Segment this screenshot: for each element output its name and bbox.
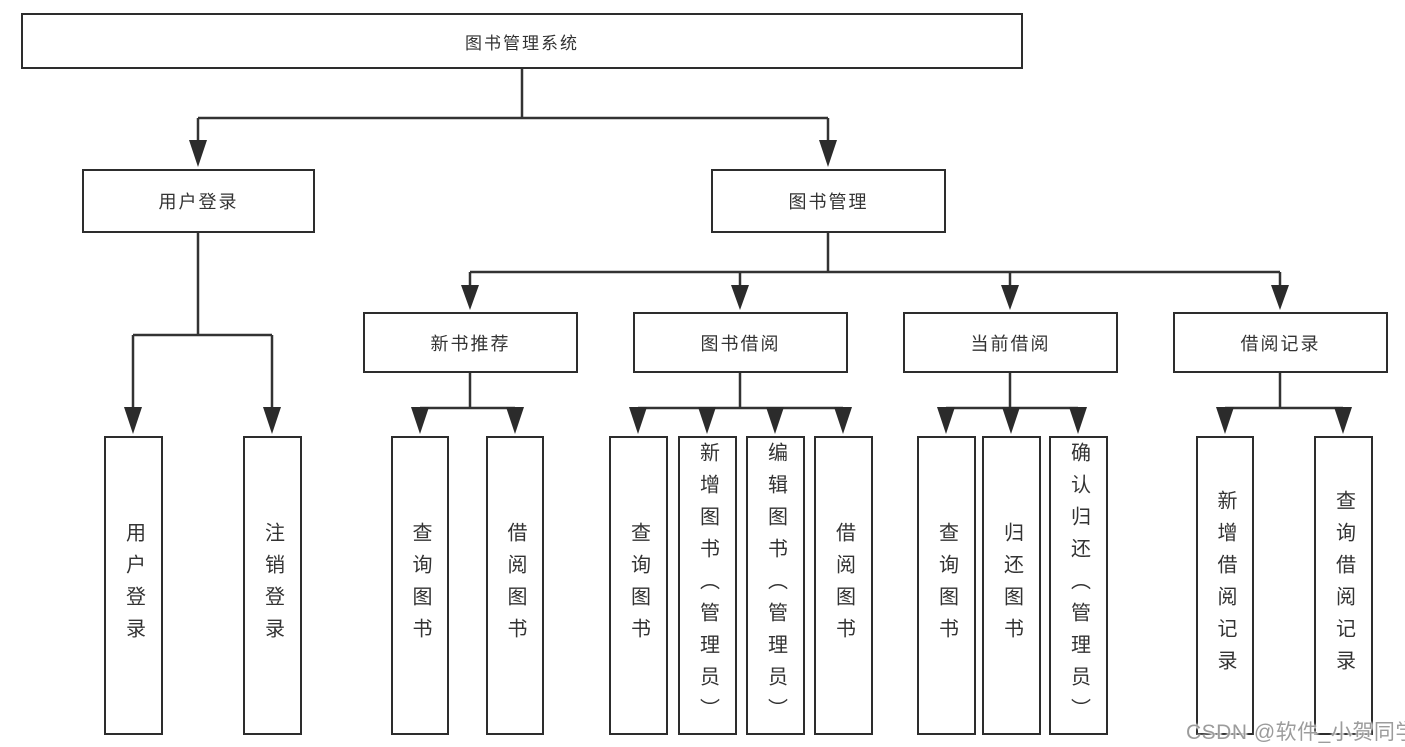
node-label: 确认归还（管理员） (1067, 441, 1090, 730)
node-label: 图书管理 (788, 192, 869, 212)
arrowhead-icon (819, 140, 837, 167)
csdn-watermark: CSDN @软件_小贺同学 (1186, 721, 1405, 744)
arrowhead-icon (937, 407, 955, 434)
node-leaf-query-books-3: 查询图书 (917, 436, 976, 735)
node-user-login-branch: 用户登录 (82, 169, 315, 233)
node-leaf-query-books-1: 查询图书 (391, 436, 449, 735)
node-label: 当前借阅 (970, 333, 1051, 354)
node-new-book-recommend: 新书推荐 (363, 312, 578, 373)
node-borrowing-records: 借阅记录 (1173, 312, 1388, 373)
arrowhead-icon (1069, 407, 1087, 434)
node-book-management-branch: 图书管理 (711, 169, 946, 233)
node-label: 注销登录 (261, 521, 284, 650)
node-label: 查询图书 (409, 521, 431, 650)
node-leaf-edit-book-admin: 编辑图书（管理员） (746, 436, 805, 735)
node-leaf-logout: 注销登录 (243, 436, 302, 735)
node-book-borrowing: 图书借阅 (633, 312, 848, 373)
node-leaf-confirm-return-admin: 确认归还（管理员） (1049, 436, 1108, 735)
node-label: 归还图书 (1000, 521, 1023, 650)
node-label: 新书推荐 (430, 333, 511, 354)
node-label: 图书借阅 (700, 333, 781, 354)
node-leaf-query-borrow-record: 查询借阅记录 (1314, 436, 1373, 735)
node-label: 借阅图书 (504, 521, 526, 650)
arrowhead-icon (1334, 407, 1352, 434)
node-label: 借阅记录 (1240, 333, 1321, 354)
arrowhead-icon (1002, 407, 1020, 434)
node-leaf-user-login: 用户登录 (104, 436, 163, 735)
node-label: 用户登录 (122, 521, 145, 650)
node-library-system: 图书管理系统 (21, 13, 1023, 69)
arrowhead-icon (731, 285, 749, 310)
arrowhead-icon (411, 407, 429, 434)
arrowhead-icon (189, 140, 207, 167)
node-label: 新增借阅记录 (1214, 489, 1236, 682)
arrowhead-icon (461, 285, 479, 310)
arrowhead-icon (506, 407, 524, 434)
arrowheads (124, 140, 1352, 434)
arrowhead-icon (766, 407, 784, 434)
node-label: 查询借阅记录 (1332, 489, 1355, 682)
node-label: 新增图书（管理员） (696, 441, 719, 730)
node-label: 用户登录 (158, 192, 239, 212)
node-label: 编辑图书（管理员） (764, 441, 787, 730)
arrowhead-icon (629, 407, 647, 434)
node-label: 查询图书 (627, 521, 650, 650)
arrowhead-icon (124, 407, 142, 434)
node-label: 借阅图书 (832, 521, 855, 650)
node-leaf-borrow-books-1: 借阅图书 (486, 436, 544, 735)
node-leaf-add-book-admin: 新增图书（管理员） (678, 436, 737, 735)
arrowhead-icon (698, 407, 716, 434)
arrowhead-icon (834, 407, 852, 434)
node-label: 查询图书 (935, 521, 958, 650)
node-leaf-return-book: 归还图书 (982, 436, 1041, 735)
arrowhead-icon (1271, 285, 1289, 310)
arrowhead-icon (1001, 285, 1019, 310)
arrowhead-icon (263, 407, 281, 434)
node-current-borrowing: 当前借阅 (903, 312, 1118, 373)
node-leaf-query-books-2: 查询图书 (609, 436, 668, 735)
node-leaf-borrow-books-2: 借阅图书 (814, 436, 873, 735)
arrowhead-icon (1216, 407, 1234, 434)
node-leaf-add-borrow-record: 新增借阅记录 (1196, 436, 1254, 735)
node-label: 图书管理系统 (465, 33, 579, 53)
